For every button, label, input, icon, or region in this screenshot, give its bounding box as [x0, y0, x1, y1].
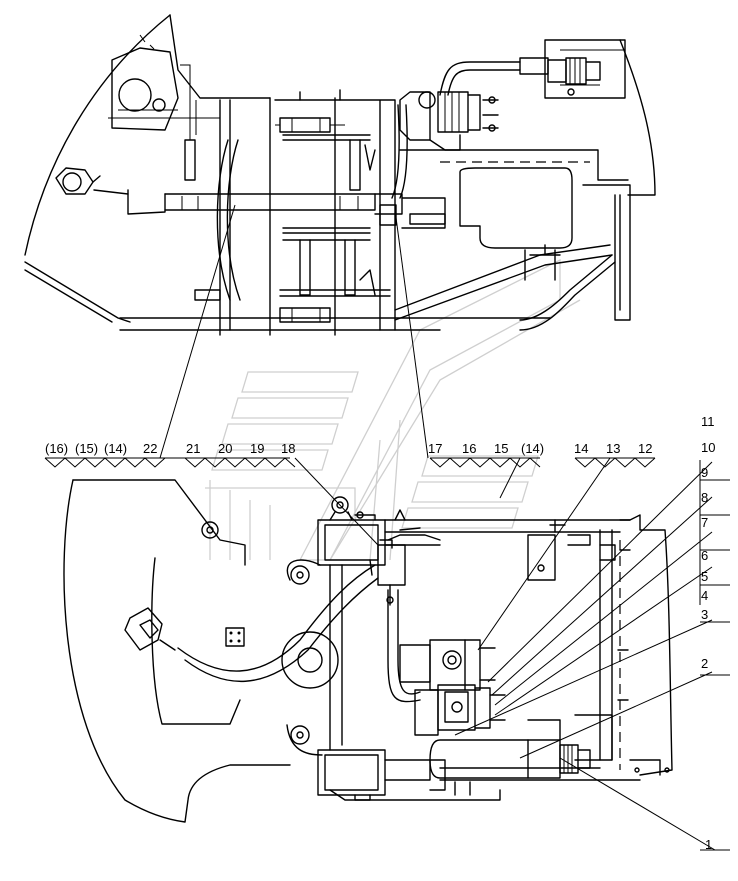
callouts-top: (16) (15) (14) 22 21 20 19 18 17 16 15 (…	[45, 441, 652, 456]
callout-19: 19	[250, 441, 264, 456]
callout-1: 1	[705, 837, 712, 852]
callout-15a: (15)	[75, 441, 98, 456]
callout-18: 18	[281, 441, 295, 456]
callout-2: 2	[701, 656, 708, 671]
top-view	[24, 14, 656, 336]
callout-8: 8	[701, 490, 708, 505]
callout-4: 4	[701, 588, 708, 603]
callout-13: 13	[606, 441, 620, 456]
callout-14: 14	[574, 441, 588, 456]
callout-9: 9	[701, 465, 708, 480]
callout-11: 11	[701, 414, 715, 429]
callout-7: 7	[701, 515, 708, 530]
callouts-right: 11 10 9 8 7 6 5 4 3 2 1	[701, 414, 715, 852]
callout-17: 17	[428, 441, 442, 456]
leader-lines	[44, 204, 730, 851]
callout-12: 12	[638, 441, 652, 456]
callout-15: 15	[494, 441, 508, 456]
callout-14a: (14)	[104, 441, 127, 456]
side-view	[63, 479, 673, 823]
watermark	[205, 258, 581, 561]
callout-10: 10	[701, 440, 715, 455]
callout-16a: (16)	[45, 441, 68, 456]
callout-20: 20	[218, 441, 232, 456]
callout-3: 3	[701, 607, 708, 622]
callout-22: 22	[143, 441, 157, 456]
callout-5: 5	[701, 569, 708, 584]
callout-21: 21	[186, 441, 200, 456]
callout-14b: (14)	[521, 441, 544, 456]
callout-6: 6	[701, 548, 708, 563]
callout-16: 16	[462, 441, 476, 456]
